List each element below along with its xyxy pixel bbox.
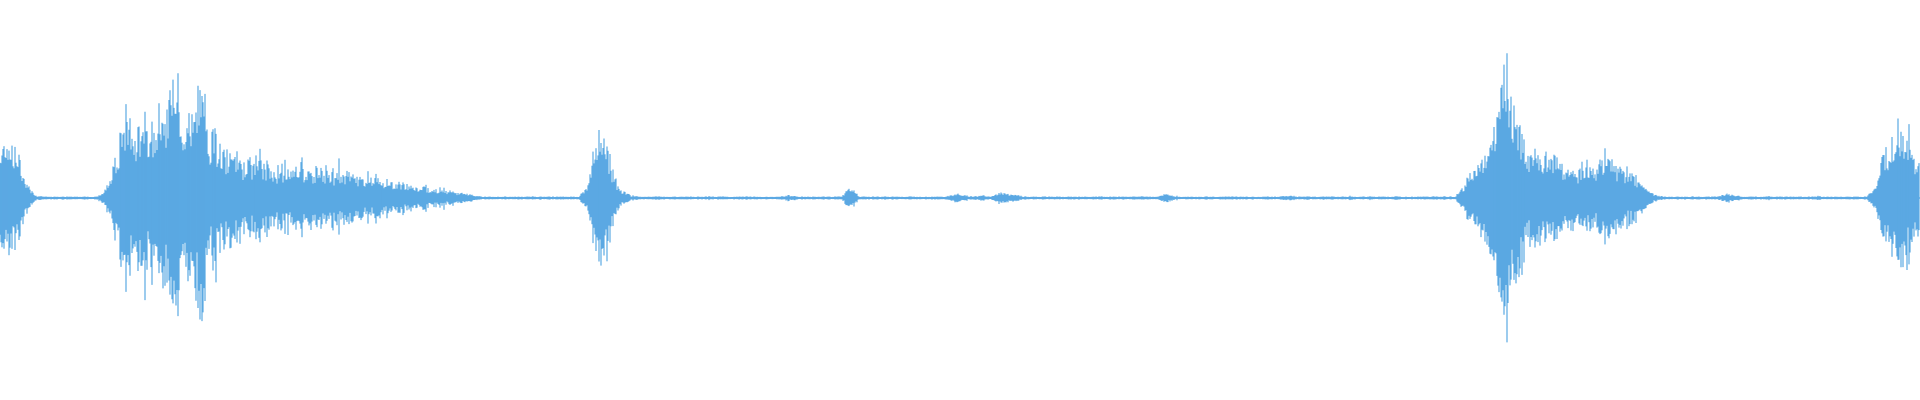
waveform-bars: [0, 53, 1920, 343]
